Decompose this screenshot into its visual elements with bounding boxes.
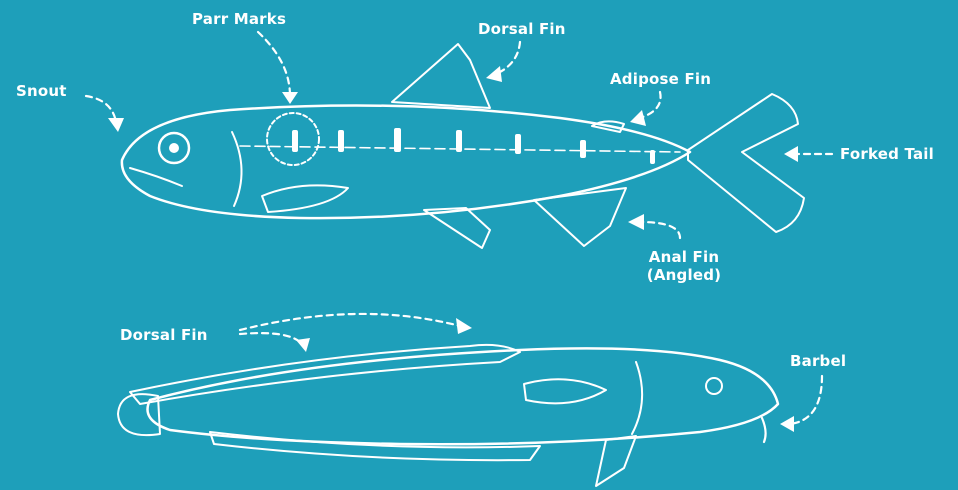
arrow-barbel bbox=[790, 376, 822, 424]
label-anal-fin-line2: (Angled) bbox=[636, 266, 732, 284]
salmon-mouth bbox=[130, 168, 182, 186]
arrow-dorsal-fin-bottom-b bbox=[240, 314, 460, 330]
label-barbel: Barbel bbox=[790, 352, 846, 370]
label-adipose-fin: Adipose Fin bbox=[610, 70, 711, 88]
salmon-parr-marks bbox=[292, 128, 655, 164]
label-parr-marks: Parr Marks bbox=[192, 10, 286, 28]
burbot-eye bbox=[706, 378, 722, 394]
salmon-forked-tail bbox=[688, 94, 804, 232]
label-dorsal-fin-top: Dorsal Fin bbox=[478, 20, 566, 38]
salmon-anal-fin bbox=[534, 188, 626, 246]
burbot-anal-fin bbox=[210, 432, 540, 460]
arrow-dorsal-fin-bottom-a bbox=[240, 333, 302, 344]
burbot-fish-illustration bbox=[118, 345, 778, 486]
salmon-pectoral-fin bbox=[262, 185, 348, 212]
arrow-adipose-fin bbox=[640, 92, 661, 118]
label-anal-fin: Anal Fin (Angled) bbox=[636, 248, 732, 284]
burbot-body bbox=[148, 348, 779, 444]
salmon-gill-cover bbox=[232, 132, 242, 206]
burbot-gill-cover bbox=[632, 362, 642, 434]
burbot-pectoral-fin bbox=[524, 379, 606, 403]
burbot-barbel bbox=[762, 418, 766, 442]
burbot-pelvic-fin bbox=[596, 436, 636, 486]
label-forked-tail: Forked Tail bbox=[840, 145, 934, 163]
label-dorsal-fin-bottom: Dorsal Fin bbox=[120, 326, 208, 344]
salmon-dorsal-fin bbox=[392, 44, 490, 108]
arrow-parr-marks bbox=[258, 32, 290, 96]
label-anal-fin-line1: Anal Fin bbox=[636, 248, 732, 266]
label-snout: Snout bbox=[16, 82, 67, 100]
arrow-anal-fin bbox=[640, 222, 680, 238]
